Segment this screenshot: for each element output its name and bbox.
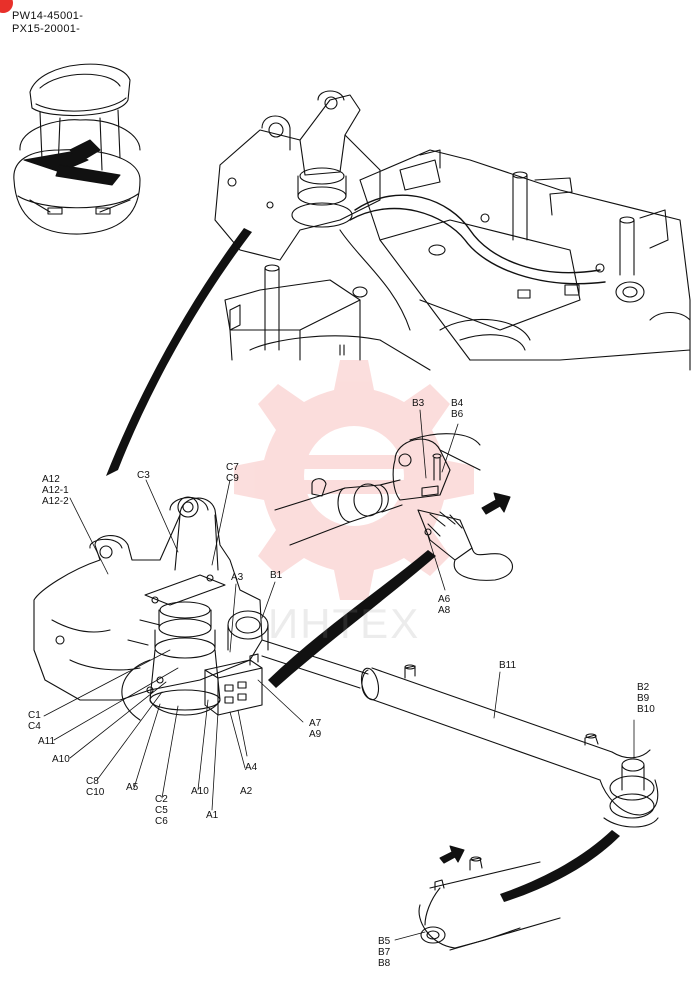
label-b3: B3 — [412, 398, 425, 409]
label-c2-c5-c6: C2 C5 C6 — [155, 794, 168, 827]
corner-badge-icon — [0, 0, 13, 13]
leader-lines — [43, 409, 635, 941]
label-c8-c10: C8 C10 — [86, 776, 105, 798]
label-c1-c4: C1 C4 — [28, 710, 41, 732]
serial-range-2: PX15-20001- — [12, 23, 81, 35]
callout-arrow-upper — [106, 228, 252, 476]
callout-arrow-base — [500, 830, 620, 902]
label-a7-a9: A7 A9 — [309, 718, 322, 740]
label-b2-b9-b10: B2 B9 B10 — [637, 682, 655, 715]
label-c3: C3 — [137, 470, 150, 481]
label-a4: A4 — [245, 762, 258, 773]
direction-arrow-icon — [481, 492, 511, 515]
label-a3: A3 — [231, 572, 244, 583]
machine-thumbnail — [13, 63, 141, 235]
cylinder-b11 — [261, 639, 659, 828]
upper-frame-view — [214, 90, 691, 371]
label-b11: B11 — [499, 660, 517, 671]
direction-arrow-icon-bottom — [439, 845, 465, 864]
label-b5-b7-b8: B5 B7 B8 — [378, 936, 391, 969]
watermark-text: ИНТЕХ — [268, 600, 421, 647]
label-a10-left: A10 — [52, 754, 70, 765]
label-a6-a8: A6 A8 — [438, 594, 451, 616]
cylinder-base-inset — [418, 845, 561, 951]
swing-bracket-detail — [33, 496, 269, 721]
label-a2: A2 — [240, 786, 253, 797]
label-a10-mid: A10 — [191, 786, 209, 797]
label-a5: A5 — [126, 782, 139, 793]
label-b1: B1 — [270, 570, 283, 581]
serial-number-header: PW14-45001- PX15-20001- — [12, 10, 83, 36]
label-a1: A1 — [206, 810, 219, 821]
label-a11: A11 — [38, 736, 56, 747]
rod-end-inset — [274, 433, 514, 581]
watermark-gear-icon — [234, 360, 474, 600]
label-a12: A12 A12-1 A12-2 — [42, 474, 69, 507]
serial-range-1: PW14-45001- — [12, 10, 84, 22]
callout-arrow-rod — [268, 550, 436, 688]
label-b4-b6: B4 B6 — [451, 398, 464, 420]
label-c7-c9: C7 C9 — [226, 462, 239, 484]
